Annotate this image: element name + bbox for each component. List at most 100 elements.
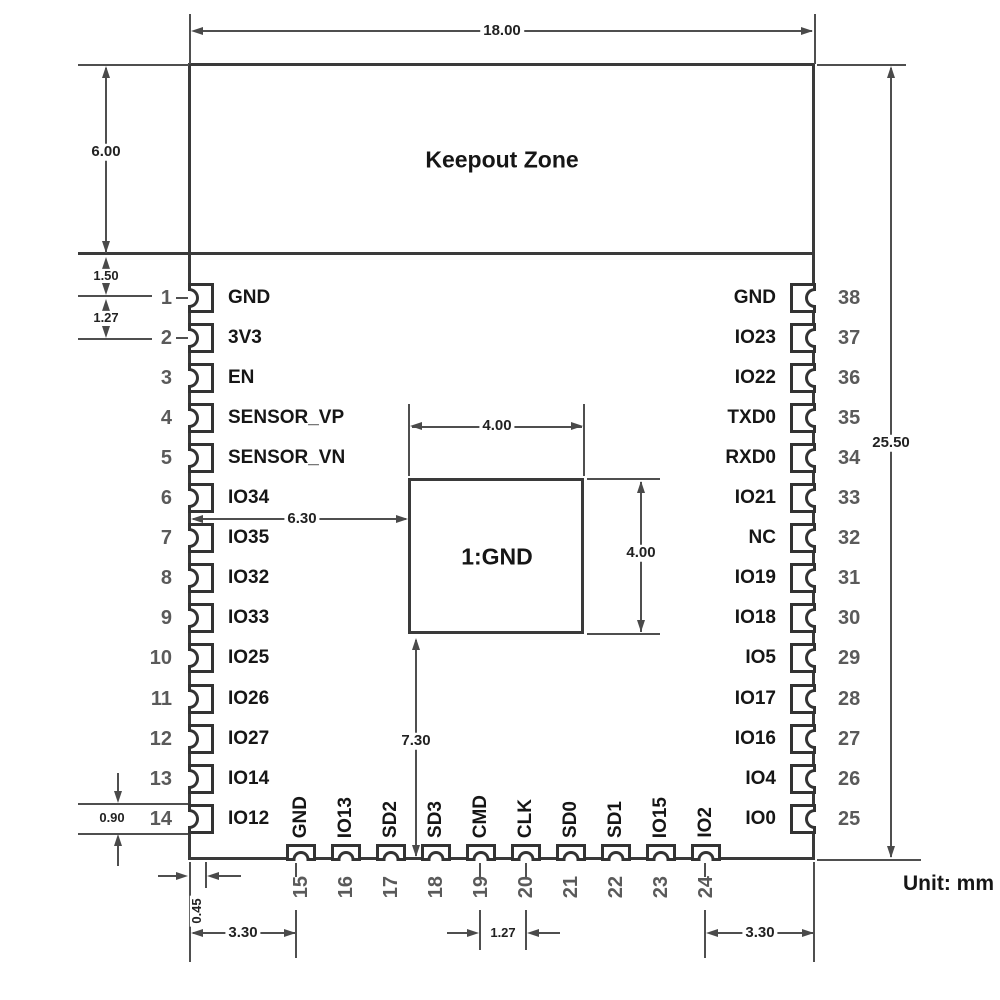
pin-number-right: 26 xyxy=(838,767,861,790)
pin-number-bottom: 23 xyxy=(650,876,672,899)
pad-left-8 xyxy=(188,563,214,594)
leader-pin2 xyxy=(176,336,188,339)
castellation-notch xyxy=(188,327,199,348)
castellation-notch xyxy=(697,851,715,861)
ext-pin15 xyxy=(295,910,297,958)
pin-number-bottom: 15 xyxy=(290,876,312,899)
ext-right-edge-down xyxy=(813,862,815,962)
castellation-notch xyxy=(562,851,580,861)
castellation-notch xyxy=(188,688,199,709)
ext-045 xyxy=(205,862,207,888)
stem-127b-right xyxy=(539,932,560,934)
pad-right-26 xyxy=(790,763,816,794)
pin-number-left: 11 xyxy=(150,687,172,710)
ext-400h-top xyxy=(587,478,660,480)
arrowhead xyxy=(412,845,420,857)
ext-pin20 xyxy=(525,910,527,950)
pad-left-1 xyxy=(188,282,214,313)
pin-label-bottom: SD1 xyxy=(605,801,626,838)
pin-number-bottom: 17 xyxy=(380,876,402,899)
pin-number-left: 7 xyxy=(160,527,172,550)
leader-pin1 xyxy=(176,296,188,299)
arrowhead xyxy=(102,283,110,295)
castellation-notch xyxy=(805,407,816,428)
pin-label-left: EN xyxy=(228,366,255,388)
ext-pin24 xyxy=(704,910,706,958)
pin-label-bottom: IO13 xyxy=(335,796,356,838)
pin-label-bottom: CMD xyxy=(470,794,491,838)
pad-left-11 xyxy=(188,683,214,714)
pad-right-30 xyxy=(790,603,816,634)
pin-label-left: SENSOR_VN xyxy=(228,446,346,468)
ext-top-left xyxy=(78,64,189,66)
pad-left-5 xyxy=(188,442,214,473)
ext-400w-left xyxy=(408,404,410,476)
pin-number-bottom: 19 xyxy=(470,876,492,899)
arrowhead xyxy=(527,929,539,937)
tick-pin19 xyxy=(479,863,481,877)
pin-label-left: IO35 xyxy=(228,527,270,549)
pad-bottom-17 xyxy=(376,844,406,861)
center-ground-pad xyxy=(408,478,584,634)
arrowhead xyxy=(114,834,122,846)
pin-number-right: 28 xyxy=(838,687,861,710)
pin-label-left: IO26 xyxy=(228,687,270,709)
dim-body-width: 18.00 xyxy=(480,22,524,40)
ext-pad14-top xyxy=(78,803,188,805)
pad-left-14 xyxy=(188,803,214,834)
castellation-notch xyxy=(427,851,445,861)
pad-bottom-24 xyxy=(691,844,721,861)
dim-center-pad-offset-x: 6.30 xyxy=(284,510,320,528)
castellation-notch xyxy=(188,648,199,669)
pin-label-left: 3V3 xyxy=(228,326,262,348)
dim-keepout-to-pin1: 1.50 xyxy=(90,268,122,284)
castellation-notch xyxy=(292,851,310,861)
pad-left-10 xyxy=(188,643,214,674)
pin-number-right: 31 xyxy=(838,567,861,590)
arrowhead xyxy=(102,241,110,253)
dim-side-pin-pitch: 1.27 xyxy=(90,310,122,326)
pad-right-33 xyxy=(790,483,816,513)
arrowhead xyxy=(802,929,814,937)
pin-number-right: 35 xyxy=(838,406,861,429)
castellation-notch xyxy=(188,808,199,829)
castellation-notch xyxy=(188,528,199,549)
dim-pad-inset: 0.45 xyxy=(189,895,205,927)
castellation-notch xyxy=(607,851,625,861)
arrowhead xyxy=(207,872,219,880)
arrowhead xyxy=(801,27,813,35)
castellation-notch xyxy=(805,327,816,348)
pad-right-34 xyxy=(790,442,816,473)
pin-number-bottom: 21 xyxy=(560,876,582,899)
castellation-notch xyxy=(805,768,816,789)
arrowhead xyxy=(706,929,718,937)
pin-label-bottom: IO15 xyxy=(650,796,671,838)
pin-number-left: 12 xyxy=(149,727,172,750)
castellation-notch xyxy=(188,407,199,428)
pin-label-right: IO5 xyxy=(745,647,776,669)
arrowhead xyxy=(102,66,110,78)
pad-right-27 xyxy=(790,723,816,754)
pad-right-29 xyxy=(790,643,816,674)
pin-label-left: IO32 xyxy=(228,567,270,589)
arrowhead xyxy=(102,326,110,338)
pin-label-left: SENSOR_VP xyxy=(228,406,345,428)
dim-bottom-pin-pitch: 1.27 xyxy=(487,925,519,941)
pin-label-left: GND xyxy=(228,286,271,308)
arrowhead xyxy=(637,481,645,493)
pin-label-bottom: IO2 xyxy=(695,807,716,838)
dim-pad-height: 0.90 xyxy=(96,810,128,826)
ext-pin2 xyxy=(78,338,152,340)
ext-pad14-bottom xyxy=(78,833,188,835)
castellation-notch xyxy=(805,728,816,749)
pin-label-right: IO18 xyxy=(734,607,776,629)
pin-number-left: 2 xyxy=(160,326,172,349)
dim-center-pad-offset-y: 7.30 xyxy=(398,732,434,750)
dim-center-pad-height: 4.00 xyxy=(623,544,659,562)
pin-label-right: IO23 xyxy=(734,326,776,348)
pin-label-right: IO17 xyxy=(734,687,776,709)
castellation-notch xyxy=(382,851,400,861)
arrowhead xyxy=(114,791,122,803)
pin-label-right: NC xyxy=(748,527,776,549)
pad-bottom-21 xyxy=(556,844,586,861)
